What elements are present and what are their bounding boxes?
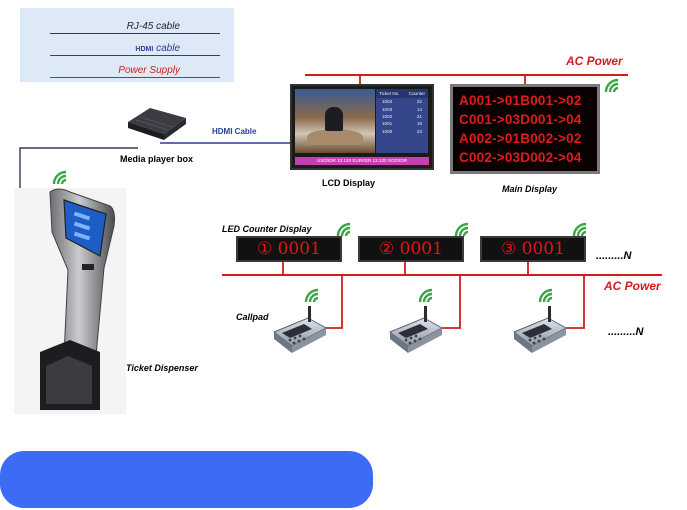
wifi-icon-callpad-3 [538,288,554,304]
lcd-table-row: 1004 22 [376,98,428,105]
ac-power-top-label: AC Power [566,54,623,68]
more-counters-label: .........N [596,250,632,262]
legend-hdmi-label: HDMI cable [135,43,180,54]
lcd-counter-cell: 18 [416,121,422,127]
legend-power-line [50,77,220,78]
lcd-counter-cell: 14 [416,106,422,112]
lcd-display-label: LCD Display [322,178,376,188]
lcd-ticket-cell: 1000 [382,128,393,134]
callpad-1 [273,305,327,354]
legend-hdmi-row: HDMI cable [50,40,220,58]
wifi-icon-kiosk [52,170,68,186]
main-display-line: C002->03D002->04 [459,150,582,165]
callpad-3 [513,305,567,354]
lcd-ticket-cell: 1002 [382,113,393,119]
lcd-ticket-cell: 1003 [382,106,393,112]
lcd-table-row: 1002 21 [376,113,428,120]
legend-rj45-label: RJ-45 cable [126,21,180,32]
legend-rj45-line [50,33,220,34]
lcd-counter-cell: 23 [416,128,422,134]
callpad-2 [389,305,443,354]
lcd-table-row: 1003 14 [376,105,428,112]
lcd-newsroom-image [295,89,375,153]
wifi-icon-counter-3 [572,222,588,238]
legend-hdmi-suffix: cable [156,43,180,54]
media-player-label: Media player box [120,154,194,164]
legend-hdmi-prefix: HDMI [135,46,154,53]
more-callpads-label: .........N [608,326,644,338]
wifi-icon-callpad-2 [418,288,434,304]
lcd-counter-cell: 21 [416,113,422,119]
led-counter-display-3: ③ 0001 [480,236,586,262]
wifi-icon-counter-2 [454,222,470,238]
legend-rj45-row: RJ-45 cable [50,18,220,36]
legend-power-label: Power Supply [118,65,180,76]
ticket-dispenser-kiosk [14,188,126,414]
blue-rounded-bar [0,451,373,508]
main-display: A001->01B001->02 C001->03D001->04 A002->… [450,84,600,174]
lcd-table-row: 1001 18 [376,120,428,127]
media-player-box [128,108,186,140]
ticket-dispenser-label: Ticket Dispenser [126,363,198,373]
callpad-label: Callpad [236,312,269,322]
lcd-table-header-counter: Counter [408,91,425,96]
legend-hdmi-line [50,55,220,56]
main-display-line: A002->01B002->02 [459,131,582,146]
wifi-icon-counter-1 [336,222,352,238]
wifi-icon-callpad-1 [304,288,320,304]
hdmi-cable-label: HDMI Cable [212,127,257,136]
lcd-currency-ticker: USD/IDR 13.120 EUR/IDR 13.120 SGD/IDR [295,157,429,165]
legend-box: RJ-45 cable HDMI cable Power Supply [20,8,234,82]
main-display-line: A001->01B001->02 [459,93,582,108]
lcd-counter-cell: 22 [416,99,422,105]
led-counter-display-label: LED Counter Display [222,224,312,234]
led-counter-display-2: ② 0001 [358,236,464,262]
legend-power-row: Power Supply [50,62,220,80]
ac-power-bottom-label: AC Power [604,279,661,293]
lcd-ticket-cell: 1004 [382,99,393,105]
led-counter-display-1: ① 0001 [236,236,342,262]
wifi-icon-main-display [604,78,620,94]
lcd-table-row: 1000 23 [376,128,428,135]
main-display-line: C001->03D001->04 [459,112,582,127]
main-display-label: Main Display [502,184,558,194]
lcd-ticket-cell: 1001 [382,121,393,127]
lcd-table-header-ticket: Ticket No. [379,91,400,96]
